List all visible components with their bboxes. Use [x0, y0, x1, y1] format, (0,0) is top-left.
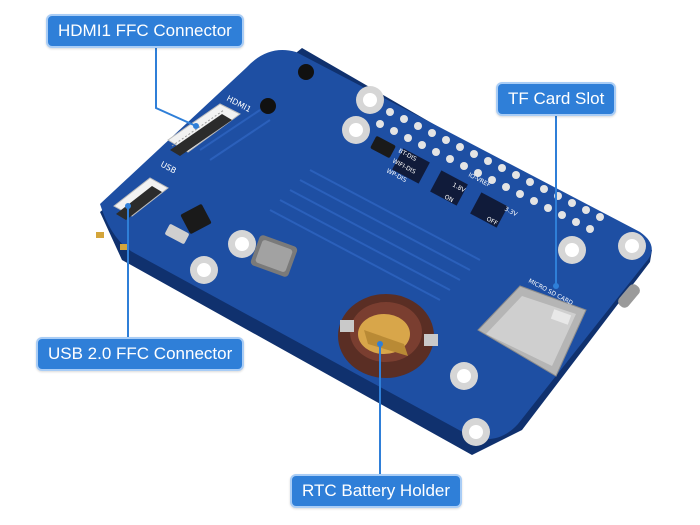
ic-chip-3 [370, 136, 396, 158]
leader-lines [127, 46, 557, 474]
leader-end-dots [125, 123, 559, 347]
hdmi-ffc-connector [167, 103, 241, 156]
leader-hdmi [155, 46, 197, 127]
fiducial-2 [260, 98, 276, 114]
config-switches [392, 148, 508, 228]
silk-off: OFF [485, 216, 499, 228]
usb-c-port [618, 284, 640, 308]
edge-contacts [96, 232, 128, 250]
pcb-traces [199, 109, 481, 301]
gpio-header [376, 108, 604, 233]
callout-rtc-battery-holder: RTC Battery Holder [290, 474, 463, 508]
tf-card-slot [477, 285, 587, 377]
mounting-holes [190, 86, 646, 446]
fiducial-1 [298, 64, 314, 80]
callout-hdmi1-ffc-connector: HDMI1 FFC Connector [46, 14, 244, 48]
ic-chip [180, 204, 212, 234]
callout-tf-card-slot: TF Card Slot [496, 82, 617, 116]
ic-chip-2 [165, 224, 189, 244]
power-inductor [250, 235, 298, 277]
callout-usb-ffc-connector: USB 2.0 FFC Connector [36, 337, 245, 371]
rtc-battery-holder [338, 294, 438, 378]
silk-on: ON [443, 194, 454, 205]
